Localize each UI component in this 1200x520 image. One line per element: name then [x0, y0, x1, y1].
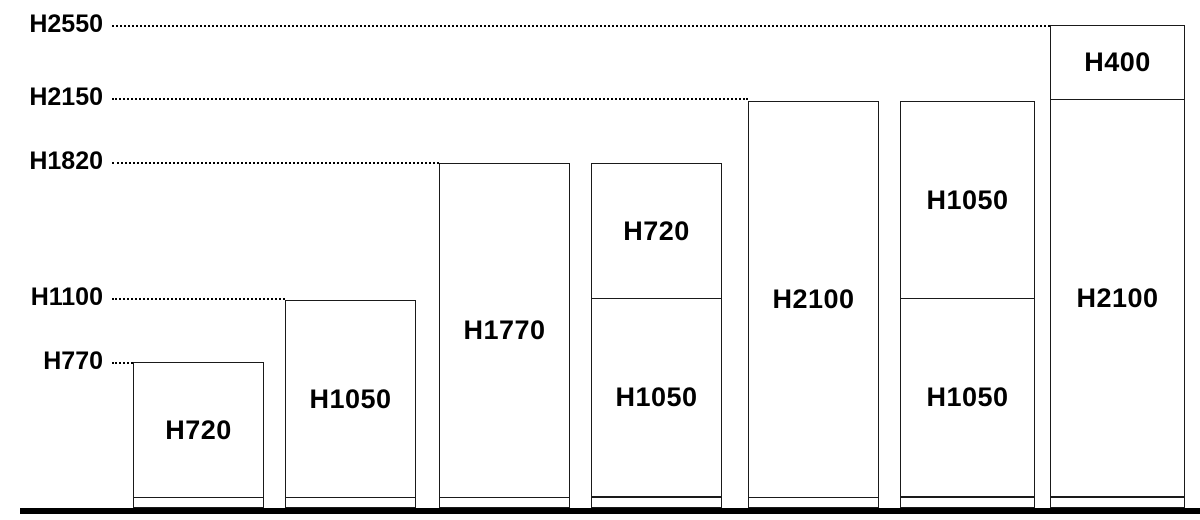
bar-7-segment-1[interactable]: H400 — [1050, 25, 1185, 101]
baseline-axis — [20, 508, 1200, 514]
bar-6-base-plinth — [900, 496, 1035, 508]
bar-3[interactable]: H1770 — [439, 163, 570, 508]
gridline-h2150 — [112, 98, 748, 100]
bar-3-base-plinth — [439, 496, 570, 508]
axis-tick-label-h770: H770 — [43, 347, 103, 375]
gridline-h1820 — [112, 162, 439, 164]
gridline-h1100 — [112, 298, 285, 300]
bar-7-segment-1-label: H400 — [1084, 47, 1151, 78]
bar-5-base-plinth — [748, 496, 879, 508]
axis-tick-label-h2550: H2550 — [29, 10, 103, 38]
bar-4-base-plinth — [591, 496, 722, 508]
bar-2-segment-1[interactable]: H1050 — [285, 299, 416, 499]
bar-4-segment-1[interactable]: H720 — [591, 163, 722, 300]
bar-7-segment-2-label: H2100 — [1076, 282, 1159, 313]
bar-4-segment-1-label: H720 — [623, 215, 690, 246]
axis-tick-label-h1820: H1820 — [29, 147, 103, 175]
bar-4-segment-2[interactable]: H1050 — [591, 298, 722, 497]
bar-7-base-plinth — [1050, 496, 1185, 508]
bar-1-segment-1[interactable]: H720 — [133, 362, 264, 499]
bar-3-segment-1[interactable]: H1770 — [439, 163, 570, 499]
bar-2-segment-1-label: H1050 — [309, 383, 392, 414]
bar-6-segment-1[interactable]: H1050 — [900, 100, 1035, 300]
bar-1[interactable]: H720 — [133, 362, 264, 508]
bar-5-segment-1-label: H2100 — [772, 284, 855, 315]
bar-1-base-plinth — [133, 496, 264, 508]
axis-tick-label-h2150: H2150 — [29, 83, 103, 111]
bar-2[interactable]: H1050 — [285, 299, 416, 508]
gridline-h770 — [112, 362, 133, 364]
bar-1-segment-1-label: H720 — [165, 414, 232, 445]
bar-6-segment-2[interactable]: H1050 — [900, 298, 1035, 497]
gridline-h2550 — [112, 25, 1050, 27]
axis-tick-label-h1100: H1100 — [30, 283, 103, 311]
bar-6-segment-2-label: H1050 — [926, 381, 1009, 412]
bar-2-base-plinth — [285, 496, 416, 508]
bar-6-segment-1-label: H1050 — [926, 184, 1009, 215]
bar-4-segment-2-label: H1050 — [615, 381, 698, 412]
bar-5-segment-1[interactable]: H2100 — [748, 100, 879, 499]
bar-5[interactable]: H2100 — [748, 100, 879, 508]
bar-3-segment-1-label: H1770 — [463, 315, 546, 346]
bar-7-segment-2[interactable]: H2100 — [1050, 99, 1185, 497]
